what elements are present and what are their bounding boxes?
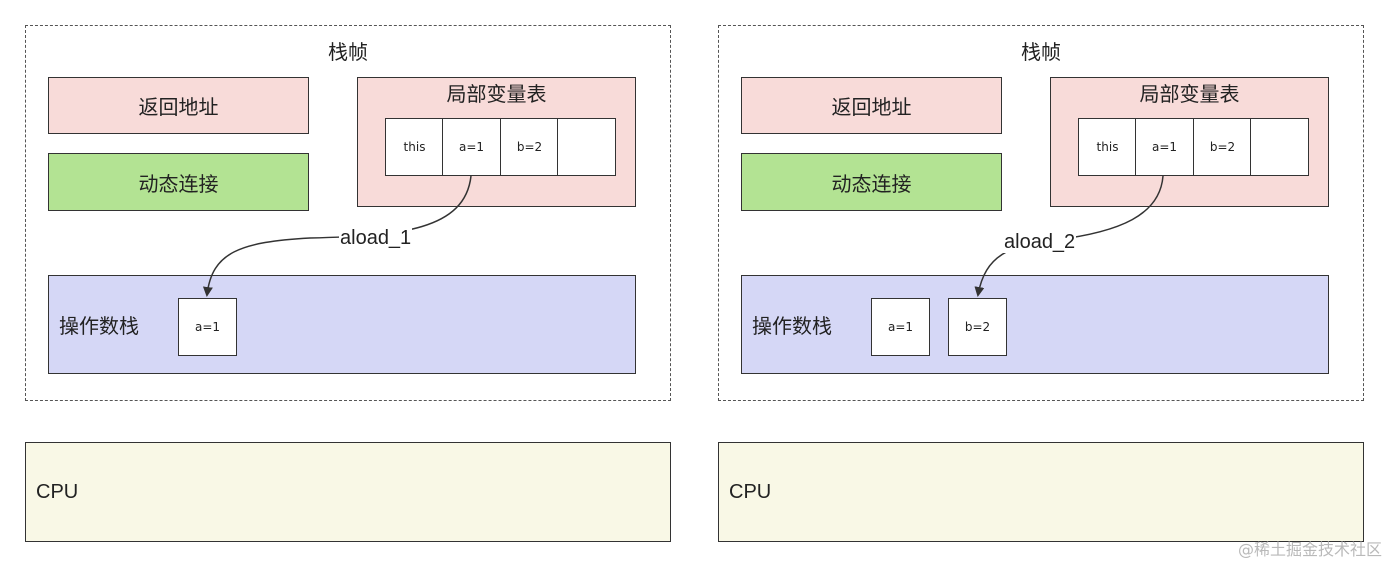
local-slot-3 [1250, 118, 1309, 176]
operand-stack-label: 操作数栈 [752, 314, 832, 338]
stack-frame-title: 栈帧 [1021, 40, 1061, 64]
local-slot-2: b=2 [500, 118, 559, 176]
operand-stack-item: a=1 [871, 298, 930, 356]
local-slot-0: this [1078, 118, 1137, 176]
watermark: @稀土掘金技术社区 [1237, 540, 1382, 559]
dynamic-link-box: 动态连接 [48, 153, 309, 211]
operand-stack: 操作数栈 [741, 275, 1329, 374]
operand-stack-item: a=1 [178, 298, 237, 356]
local-slot-3 [557, 118, 616, 176]
cpu-box: CPU [25, 442, 671, 542]
local-slot-1: a=1 [1135, 118, 1194, 176]
return-address-box: 返回地址 [48, 77, 309, 134]
local-slot-2: b=2 [1193, 118, 1252, 176]
local-variable-table-title: 局部变量表 [1139, 82, 1240, 106]
operand-stack: 操作数栈 [48, 275, 636, 374]
instruction-label: aload_1 [339, 227, 413, 249]
cpu-box: CPU [718, 442, 1364, 542]
operand-stack-label: 操作数栈 [59, 314, 139, 338]
operand-stack-item: b=2 [948, 298, 1007, 356]
local-slot-1: a=1 [442, 118, 501, 176]
local-slot-0: this [385, 118, 444, 176]
return-address-box: 返回地址 [741, 77, 1002, 134]
local-variable-table-title: 局部变量表 [446, 82, 547, 106]
stack-frame-title: 栈帧 [328, 40, 368, 64]
dynamic-link-box: 动态连接 [741, 153, 1002, 211]
instruction-label: aload_2 [1003, 231, 1077, 253]
